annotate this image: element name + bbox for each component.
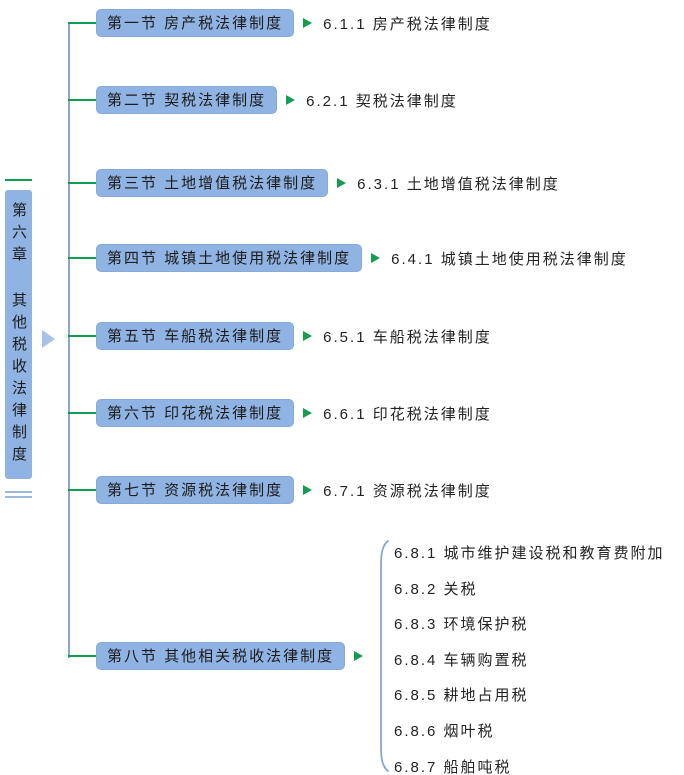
topic-item[interactable]: 6.4.1 城镇土地使用税法律制度 <box>391 250 628 268</box>
topic-item[interactable]: 6.8.3 环境保护税 <box>394 616 529 634</box>
root-node[interactable]: 第六章 其他税收法律制度 <box>5 190 32 479</box>
branch-row: 第五节 车船税法律制度 6.5.1 车船税法律制度 <box>96 322 492 350</box>
topic-item[interactable]: 6.2.1 契税法律制度 <box>306 92 458 110</box>
root-overline-decoration <box>5 179 32 181</box>
branch-line <box>68 257 96 259</box>
branch-row: 第六节 印花税法律制度 6.6.1 印花税法律制度 <box>96 399 492 427</box>
branch-line <box>68 489 96 491</box>
section-node[interactable]: 第五节 车船税法律制度 <box>96 322 295 350</box>
collapse-arrow-icon[interactable] <box>303 485 313 495</box>
section-node[interactable]: 第七节 资源税法律制度 <box>96 476 295 504</box>
section-node[interactable]: 第六节 印花税法律制度 <box>96 399 295 427</box>
topic-item[interactable]: 6.5.1 车船税法律制度 <box>323 328 492 346</box>
branch-row: 第四节 城镇土地使用税法律制度 6.4.1 城镇土地使用税法律制度 <box>96 244 628 272</box>
root-underline-decoration <box>5 491 32 498</box>
branch-line <box>68 99 96 101</box>
collapse-arrow-icon[interactable] <box>371 253 381 263</box>
topic-item[interactable]: 6.7.1 资源税法律制度 <box>323 482 492 500</box>
section-node[interactable]: 第八节 其他相关税收法律制度 <box>96 642 346 670</box>
branch-line <box>68 412 96 414</box>
collapse-arrow-icon[interactable] <box>303 408 313 418</box>
branch-row: 第七节 资源税法律制度 6.7.1 资源税法律制度 <box>96 476 492 504</box>
section-node[interactable]: 第一节 房产税法律制度 <box>96 9 295 37</box>
topic-item[interactable]: 6.8.6 烟叶税 <box>394 722 495 740</box>
root-collapse-arrow-icon[interactable] <box>42 330 55 348</box>
topic-item[interactable]: 6.3.1 土地增值税法律制度 <box>357 175 560 193</box>
topic-item[interactable]: 6.8.7 船舶吨税 <box>394 758 512 775</box>
branch-line <box>68 182 96 184</box>
branch-line <box>68 655 96 657</box>
bracket-line <box>378 539 390 775</box>
collapse-arrow-icon[interactable] <box>303 331 313 341</box>
branch-line <box>68 22 96 24</box>
branch-row: 第三节 土地增值税法律制度 6.3.1 土地增值税法律制度 <box>96 169 560 197</box>
topic-item[interactable]: 6.8.5 耕地占用税 <box>394 687 529 705</box>
collapse-arrow-icon[interactable] <box>337 178 347 188</box>
topic-item[interactable]: 6.8.2 关税 <box>394 580 478 598</box>
collapse-arrow-icon[interactable] <box>354 651 364 661</box>
section-node[interactable]: 第三节 土地增值税法律制度 <box>96 169 329 197</box>
section-node[interactable]: 第二节 契税法律制度 <box>96 86 278 114</box>
branch-row: 第一节 房产税法律制度 6.1.1 房产税法律制度 <box>96 9 492 37</box>
trunk-line <box>68 22 70 658</box>
collapse-arrow-icon[interactable] <box>303 18 313 28</box>
topic-item[interactable]: 6.1.1 房产税法律制度 <box>323 15 492 33</box>
topic-item[interactable]: 6.8.4 车辆购置税 <box>394 651 529 669</box>
topic-item[interactable]: 6.6.1 印花税法律制度 <box>323 405 492 423</box>
subtopic-list: 6.8.1 城市维护建设税和教育费附加 6.8.2 关税 6.8.3 环境保护税 6.… <box>394 536 665 775</box>
collapse-arrow-icon[interactable] <box>286 95 296 105</box>
topic-item[interactable]: 6.8.1 城市维护建设税和教育费附加 <box>394 545 665 562</box>
section-node[interactable]: 第四节 城镇土地使用税法律制度 <box>96 244 363 272</box>
branch-line <box>68 335 96 337</box>
branch-row: 第二节 契税法律制度 6.2.1 契税法律制度 <box>96 86 458 114</box>
branch-row: 第八节 其他相关税收法律制度 <box>96 642 364 670</box>
